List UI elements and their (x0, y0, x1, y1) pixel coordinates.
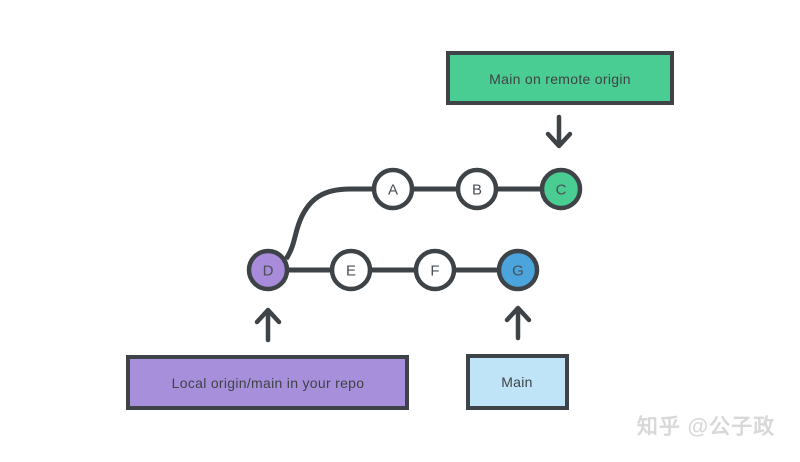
commit-node-e: E (329, 248, 373, 292)
commit-node-e-label: E (346, 263, 356, 280)
zhihu-watermark: 知乎 @公子政 (637, 415, 775, 439)
commit-node-c-label: C (556, 182, 567, 199)
arrow-down-icon (545, 114, 573, 149)
commit-node-b-label: B (472, 182, 482, 199)
remote-origin-label-group: Main on remote origin (446, 51, 674, 149)
local-origin-box-label: Local origin/main in your repo (172, 375, 365, 391)
commit-node-c: C (539, 167, 583, 211)
commit-node-d-label: D (263, 263, 274, 280)
local-origin-box (126, 355, 409, 410)
commit-node-f: F (413, 248, 457, 292)
commit-node-a: A (371, 167, 415, 211)
remote-origin-box-label: Main on remote origin (489, 71, 631, 87)
main-label-group: Main (466, 305, 569, 410)
main-box (466, 354, 569, 410)
commit-node-d: D (246, 248, 290, 292)
arrow-up-icon-main (504, 305, 532, 341)
commit-node-a-label: A (388, 182, 398, 199)
commit-node-g-label: G (512, 263, 524, 280)
commit-node-f-label: F (430, 263, 439, 280)
remote-origin-box (446, 51, 674, 105)
commit-nodes: A B C D E F G (246, 167, 583, 292)
arrow-up-icon-local (254, 307, 282, 343)
edge-d-a-branch-curve (283, 186, 393, 261)
main-box-label: Main (501, 374, 533, 390)
commit-node-b: B (455, 167, 499, 211)
local-origin-label-group: Local origin/main in your repo (126, 307, 409, 410)
commit-node-g: G (496, 248, 540, 292)
